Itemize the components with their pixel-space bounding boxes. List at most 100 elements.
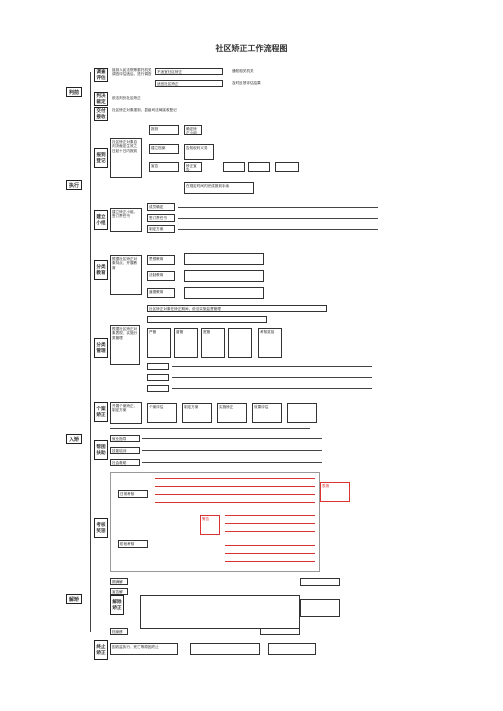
register-item-2: 建立档案 [149,144,179,154]
assessment-red-7 [225,531,315,532]
education-item-1: 思想教育 [147,255,175,265]
register-item-3: 宣告 [149,162,179,172]
management-top-2 [147,316,267,323]
case-item-2: 制定方案 [182,403,212,423]
phase-management: 分类管理 [94,338,108,358]
team-line-3 [178,229,378,230]
terminate-step-2 [190,643,260,655]
terminate-note: 因收监执行、死亡等原因终止 [110,643,178,655]
release-item-3: 档案移交 [110,628,128,635]
release-item-2: 宣告解除 [110,588,128,595]
management-item-3: 宽管 [201,328,225,358]
assessment-red-4 [155,502,315,503]
assessment-punish: 警告 [200,515,220,535]
management-desc: 根据社区矫正对象表现，实施分类管理 [110,325,140,365]
phase-terminate: 终止矫正 [94,640,108,660]
assessment-red-8 [225,545,315,546]
case-item-5 [287,403,317,423]
release-right-1 [300,578,340,586]
register-item-1: 报到 [149,125,179,135]
release-right-2 [300,599,340,617]
page-title: 社区矫正工作流程图 [215,44,288,53]
survey-not-suitable: 不适宜社区矫正 [155,68,223,75]
register-step-3: 矫正宣告 [184,162,202,172]
handover-note: 社区矫正对象报到，县级司法局接收登记 [112,108,177,112]
register-final [275,162,299,172]
assessment-red-3 [155,494,315,495]
phase-judgment: 判决裁定 [94,92,108,106]
survey-note: 接到人民法院等委托机关调查评估函后，进行调查 [112,68,152,77]
stage-label-enter: 入矫 [66,434,82,444]
case-item-4: 效果评估 [252,403,282,423]
assistance-item-2: 技能培训 [110,447,140,454]
phase-survey: 调查评估 [94,68,108,82]
register-check-1 [223,162,245,172]
assessment-red-1 [155,478,315,479]
management-line-2 [172,377,372,378]
register-desc: 社区矫正对象自判决裁定生效之日起十日内报到 [110,138,142,178]
case-desc: 开展个案矫正，制定方案 [110,402,142,424]
survey-result-1: 通知相关机关 [232,69,254,73]
phase-case: 个案矫正 [94,402,108,422]
phase-team: 建立小组 [94,210,108,230]
education-item-2: 法制教育 [147,271,175,281]
spine-line [90,72,91,632]
team-item-2: 签订责任书 [147,214,175,222]
assistance-item-1: 就业指导 [110,435,140,442]
case-bottom-line [110,428,310,429]
management-side: 考核奖惩 [258,328,282,358]
register-check-2 [248,162,270,172]
judgment-note: 依法判处社区矫正 [112,96,141,100]
phase-education: 分类教育 [94,260,108,280]
education-detail-2 [184,270,264,282]
stage-label-before: 判前 [66,87,82,97]
case-item-1: 个案评估 [147,403,177,423]
management-line-1 [172,366,372,367]
management-row-1 [147,363,169,370]
assessment-red-9 [225,553,315,554]
stage-label-during: 执行 [66,180,82,190]
assessment-red-10 [225,561,315,562]
register-step-1: 确定矫正小组 [184,125,202,135]
phase-assessment: 考核奖惩 [94,518,108,538]
assistance-line-1 [142,438,322,439]
phase-handover: 交付接收 [94,107,108,121]
management-top: 社区矫正对象在矫正期间，依法实施监督管理 [147,305,327,312]
team-line-2 [178,218,378,219]
release-item-1: 期满解除 [110,578,128,585]
register-step-2: 告知权利义务 [184,144,214,160]
team-item-1: 成员确定 [147,203,175,211]
management-item-4 [228,328,252,358]
survey-suitable: 适宜社区矫正 [155,80,223,87]
team-line-1 [178,207,378,208]
phase-register: 报到登记 [94,148,108,168]
team-desc: 建立矫正小组，签订责任书 [110,208,142,232]
team-item-3: 制定方案 [147,225,175,233]
terminate-step-3 [268,643,316,655]
assistance-line-2 [142,450,322,451]
assessment-red-2 [155,486,315,487]
education-detail-3 [184,287,264,299]
stage-label-release: 解矫 [66,594,82,604]
education-desc: 根据社区矫正对象特点，开展教育 [110,255,142,295]
phase-assistance: 帮困扶助 [94,440,108,460]
management-row-2 [147,374,169,381]
survey-result-2: 及时反馈评估结果 [232,81,261,85]
education-detail-1 [184,253,264,265]
release-mid-frame [140,595,300,629]
assistance-item-3: 社会救助 [110,459,140,466]
case-item-3: 实施矫正 [217,403,247,423]
assessment-sub-1: 日常考核 [118,490,148,498]
assessment-red-5 [225,515,315,516]
management-item-1: 严管 [147,328,171,358]
management-row-3 [147,385,169,392]
management-item-2: 普管 [174,328,198,358]
assistance-line-3 [142,462,322,463]
assessment-sub-2: 阶段考核 [118,540,148,548]
phase-release: 解除矫正 [110,595,124,615]
assessment-reward: 表扬 [320,482,350,502]
release-right-3 [260,628,300,635]
education-item-3: 道德教育 [147,288,175,298]
assessment-red-6 [225,523,315,524]
register-note-box: 在规定时间内完成报到手续 [184,182,254,194]
